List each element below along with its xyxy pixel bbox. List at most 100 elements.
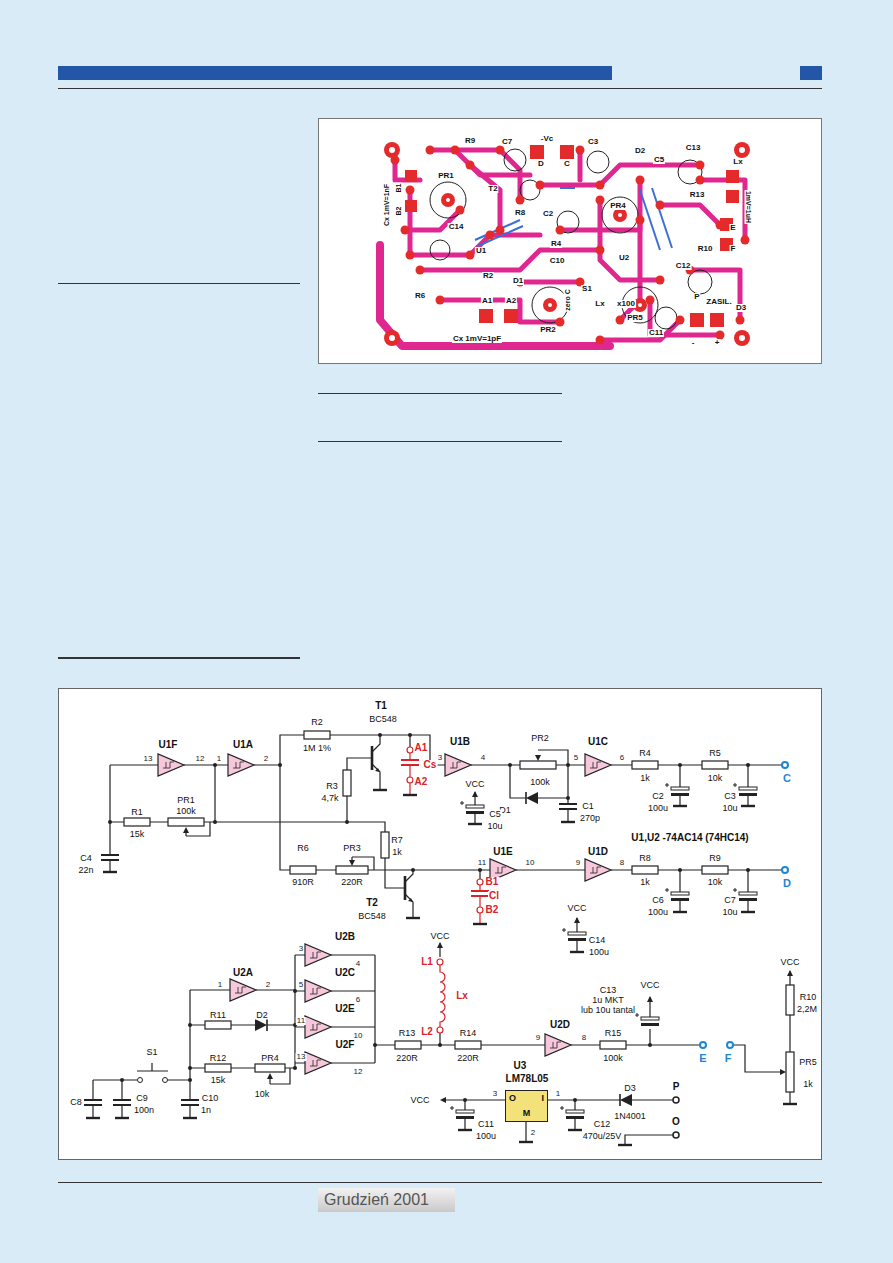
schematic-label: R2 — [310, 718, 324, 727]
drawing-circle — [696, 176, 705, 185]
drawing-path — [540, 165, 700, 185]
schematic-label: E — [698, 1053, 707, 1064]
drawing-circle — [543, 298, 557, 312]
drawing-circle — [782, 867, 788, 873]
drawing-circle — [416, 266, 425, 275]
drawing-rect — [520, 761, 556, 769]
drawing-path — [404, 876, 407, 900]
schematic-label: 470u/25V — [582, 1132, 623, 1141]
drawing-circle — [678, 868, 682, 872]
drawing-rect — [124, 818, 150, 826]
drawing-circle — [576, 146, 585, 155]
drawing-circle — [741, 236, 750, 245]
pcb-silkscreen-label: R6 — [414, 292, 426, 300]
drawing-circle — [436, 296, 445, 305]
schematic-label: 5 — [573, 754, 579, 762]
page-furniture — [58, 66, 822, 1183]
drawing-circle — [516, 196, 525, 205]
drawing-circle — [401, 226, 410, 235]
schematic-label: VCC — [639, 981, 660, 990]
drawing-use — [113, 1100, 131, 1105]
schematic-label: 4 — [480, 754, 486, 762]
schematic-label: C10 — [201, 1094, 220, 1103]
pcb-silkscreen-label: D — [537, 160, 545, 168]
drawing-circle — [638, 303, 642, 307]
drawing-circle — [406, 186, 415, 195]
schematic-label: L2 — [420, 1027, 434, 1037]
schematic-label: C14 — [588, 936, 607, 945]
schematic-label: C8 — [69, 1098, 83, 1107]
drawing-rect — [319, 119, 822, 364]
pcb-silkscreen-label: C13 — [685, 144, 702, 152]
drawing-circle — [646, 296, 655, 305]
schematic-label: 1n — [200, 1106, 212, 1115]
schematic-label: 220R — [456, 1054, 480, 1063]
schematic-label: D3 — [623, 1084, 637, 1093]
drawing-g — [93, 735, 790, 1145]
drawing-path — [58, 89, 822, 1183]
schematic-label: VCC — [409, 1096, 430, 1105]
drawing-circle — [700, 1042, 706, 1048]
drawing-use — [181, 1100, 199, 1105]
schematic-label: 9 — [575, 859, 581, 867]
drawing-circle — [496, 226, 505, 235]
drawing-circle — [213, 763, 217, 767]
schematic-label: C1 — [581, 802, 595, 811]
drawing-use — [535, 755, 541, 761]
drawing-circle — [345, 820, 349, 824]
schematic-label: R10 — [799, 993, 818, 1002]
schematic-label: U2F — [335, 1040, 356, 1050]
pcb-silkscreen-label: -Vc — [540, 135, 554, 143]
drawing-path — [520, 280, 580, 285]
drawing-rect — [304, 731, 330, 739]
drawing-path — [480, 870, 782, 912]
schematic-label: 1k — [391, 848, 403, 857]
issue-date-box: Grudzień 2001 — [318, 1188, 455, 1212]
schematic-label: U1E — [492, 847, 513, 857]
schematic-label: 10u — [721, 804, 738, 813]
drawing-path — [405, 870, 413, 918]
drawing-circle — [163, 1078, 168, 1083]
pcb-silkscreen-label: C — [563, 160, 571, 168]
schematic-label: lub 10u tantal — [580, 1006, 636, 1015]
schematic-label: 10u — [486, 822, 503, 831]
drawing-circle — [407, 777, 413, 783]
drawing-g — [124, 731, 794, 1092]
drawing-use — [437, 942, 443, 948]
drawing-path — [652, 188, 672, 248]
regulator-box: OIM — [505, 1090, 548, 1122]
drawing-path — [733, 1045, 781, 1072]
drawing-circle — [655, 307, 677, 329]
drawing-use — [305, 1016, 331, 1038]
drawing-use — [585, 754, 611, 776]
pcb-silkscreen-label: PR4 — [609, 202, 627, 210]
drawing-path — [440, 965, 445, 1027]
schematic-label: 11 — [296, 1017, 306, 1025]
schematic-label: 1k — [802, 1080, 814, 1089]
drawing-circle — [451, 146, 460, 155]
drawing-rect — [504, 309, 518, 323]
drawing-circle — [384, 330, 400, 346]
drawing-circle — [556, 226, 565, 235]
schematic-label: 12 — [195, 755, 206, 763]
drawing-circle — [437, 959, 443, 965]
drawing-path — [420, 250, 600, 270]
drawing-circle — [556, 318, 565, 327]
drawing-use — [741, 806, 755, 807]
schematic-label: B1 — [485, 877, 500, 887]
pcb-silkscreen-label: B2 — [395, 206, 402, 217]
drawing-rect — [726, 190, 739, 203]
schematic-label: R14 — [459, 1029, 478, 1038]
schematic-label: 100k — [602, 1054, 624, 1063]
schematic-label: R7 — [390, 836, 404, 845]
pcb-silkscreen-label: A1 — [481, 297, 493, 305]
drawing-circle — [613, 208, 627, 222]
drawing-use — [787, 970, 793, 976]
drawing-circle — [430, 240, 450, 260]
drawing-use — [183, 1118, 197, 1119]
drawing-rect — [632, 761, 658, 769]
drawing-rect — [786, 985, 794, 1015]
drawing-circle — [566, 763, 570, 767]
drawing-circle — [648, 1043, 652, 1047]
